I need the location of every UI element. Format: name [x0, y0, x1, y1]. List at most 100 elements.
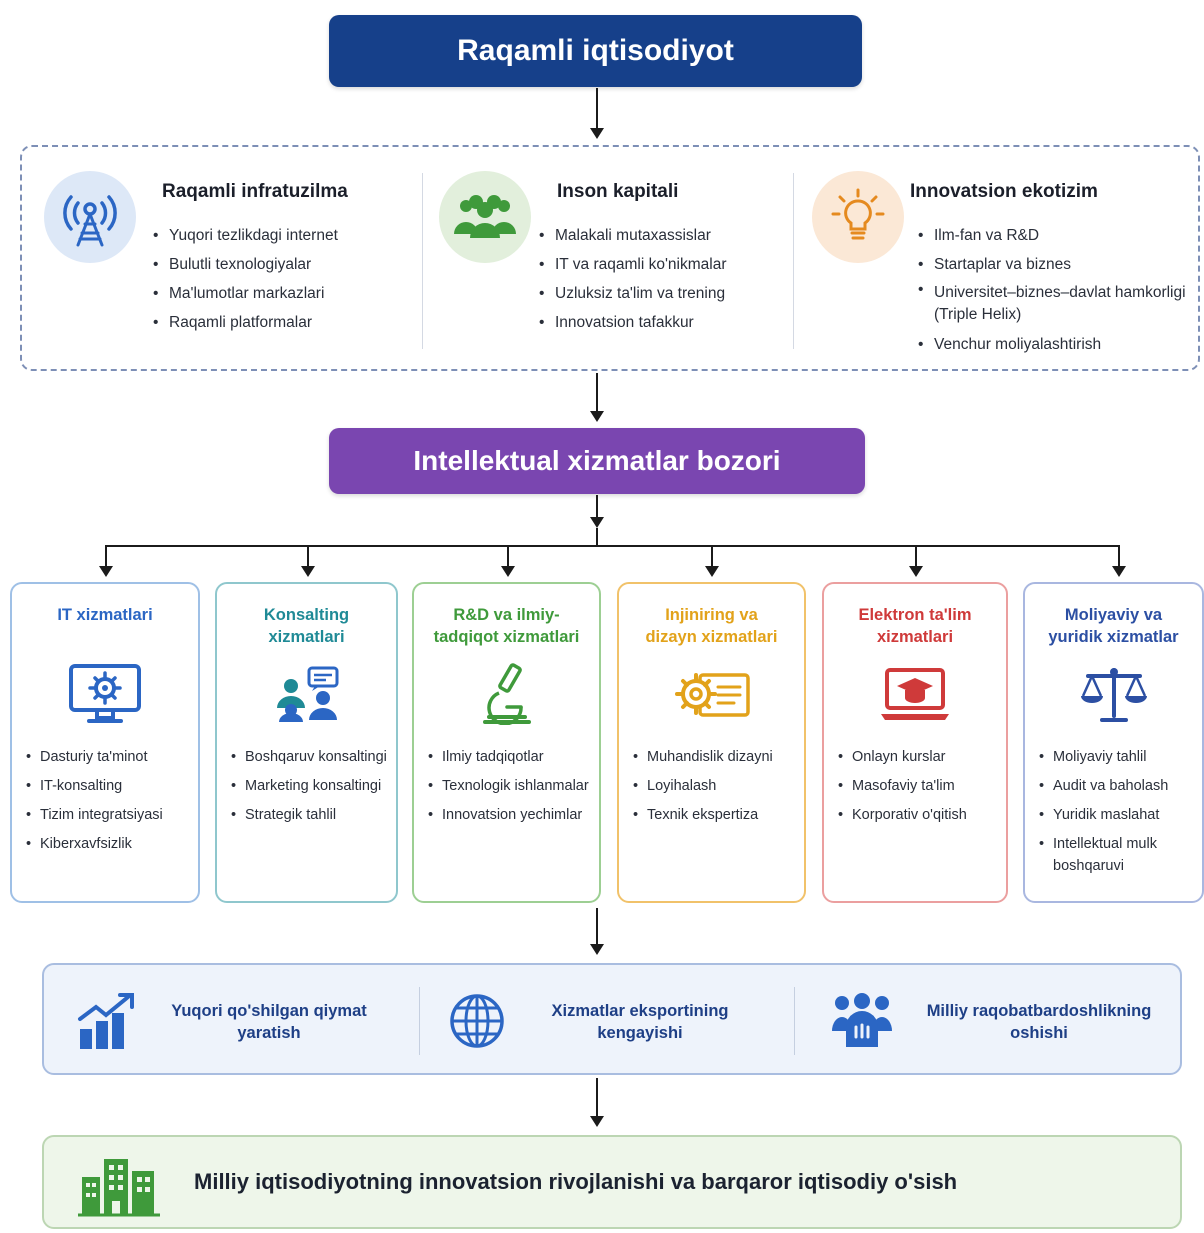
card-list: Boshqaruv konsaltingi Marketing konsalti… [231, 746, 390, 833]
list-item: Masofaviy ta'lim [838, 775, 1000, 797]
card-title: Konsalting xizmatlari [217, 604, 396, 648]
divider [419, 987, 420, 1055]
pillar-title: Innovatsion ekotizim [910, 181, 1098, 202]
outcome-line: yaratish [237, 1024, 301, 1042]
arrow-head [590, 1116, 604, 1127]
list-item: Loyihalash [633, 775, 798, 797]
branch-drop [711, 545, 713, 567]
card-list: Muhandislik dizayni Loyihalash Texnik ek… [633, 746, 798, 833]
list-item: Uzluksiz ta'lim va trening [539, 279, 789, 308]
arrow-head [590, 517, 604, 528]
list-item: Yuridik maslahat [1039, 804, 1196, 826]
gear-blueprint-icon [672, 662, 752, 726]
arrow-head [1112, 566, 1126, 577]
list-item: Ilm-fan va R&D [918, 221, 1188, 250]
microscope-icon [467, 662, 547, 726]
card-title-line: tadqiqot xizmatlari [433, 628, 580, 646]
top-title: Raqamli iqtisodiyot [457, 34, 734, 67]
arrow-line [596, 1078, 598, 1118]
card-list: Dasturiy ta'minot IT-konsalting Tizim in… [26, 746, 192, 862]
list-item: Strategik tahlil [231, 804, 390, 826]
service-card-consulting: Konsalting xizmatlari Boshqaruv konsalti… [215, 582, 398, 903]
service-card-rnd: R&D va ilmiy- tadqiqot xizmatlari Ilmiy … [412, 582, 601, 903]
outcome-line: Milliy raqobatbardoshlikning [926, 1002, 1152, 1020]
card-title: Moliyaviy va yuridik xizmatlar [1025, 604, 1202, 648]
arrow-line [596, 373, 598, 413]
people-group-icon [439, 171, 531, 263]
outcome-text: Milliy raqobatbardoshlikning oshishi [899, 1000, 1179, 1044]
service-card-it: IT xizmatlari Dasturiy ta'minot IT-konsa… [10, 582, 200, 903]
card-title: R&D va ilmiy- tadqiqot xizmatlari [414, 604, 599, 648]
card-title-line: Injiniring va [665, 606, 758, 624]
divider [793, 173, 794, 349]
card-title-line: Konsalting [263, 606, 350, 624]
list-item: Malakali mutaxassislar [539, 221, 789, 250]
list-item: Dasturiy ta'minot [26, 746, 192, 768]
outcome-competitiveness: Milliy raqobatbardoshlikning oshishi [795, 965, 1180, 1073]
outcome-text: Yuqori qo'shilgan qiymat yaratish [154, 1000, 384, 1044]
list-item: Audit va baholash [1039, 775, 1196, 797]
outcome-line: Xizmatlar eksportining [551, 1002, 729, 1020]
card-list: Moliyaviy tahlil Audit va baholash Yurid… [1039, 746, 1196, 884]
list-item: Innovatsion tafakkur [539, 308, 789, 337]
market-title-box: Intellektual xizmatlar bozori [329, 428, 865, 494]
branch-stem [596, 528, 598, 546]
list-item: Korporativ o'qitish [838, 804, 1000, 826]
pillar-list: Malakali mutaxassislar IT va raqamli ko'… [539, 221, 789, 337]
card-title-line: IT xizmatlari [57, 606, 153, 624]
branch-drop [105, 545, 107, 567]
pillar-infrastructure: Raqamli infratuzilma Yuqori tezlikdagi i… [22, 147, 422, 369]
arrow-head [590, 128, 604, 139]
list-item: Ilmiy tadqiqotlar [428, 746, 593, 768]
outcome-line: Yuqori qo'shilgan qiymat [171, 1002, 367, 1020]
list-item: IT va raqamli ko'nikmalar [539, 250, 789, 279]
top-title-box: Raqamli iqtisodiyot [329, 15, 862, 87]
service-card-finance-legal: Moliyaviy va yuridik xizmatlar Moliyaviy… [1023, 582, 1204, 903]
card-title: Injiniring va dizayn xizmatlari [619, 604, 804, 648]
list-item: Kiberxavfsizlik [26, 833, 192, 855]
list-item: Tizim integratsiyasi [26, 804, 192, 826]
card-title-line: Moliyaviy va [1064, 606, 1163, 624]
antenna-tower-icon [44, 171, 136, 263]
arrow-line [596, 495, 598, 519]
lightbulb-icon [812, 171, 904, 263]
outcome-value-added: Yuqori qo'shilgan qiymat yaratish [44, 965, 419, 1073]
divider [794, 987, 795, 1055]
city-buildings-icon [78, 1153, 160, 1217]
pillar-title: Inson kapitali [557, 181, 679, 202]
scales-icon [1074, 662, 1154, 726]
market-title: Intellektual xizmatlar bozori [413, 445, 781, 476]
card-title-line: xizmatlari [876, 628, 954, 646]
outcomes-panel: Yuqori qo'shilgan qiymat yaratish Xizmat… [42, 963, 1182, 1075]
foundation-panel: Raqamli infratuzilma Yuqori tezlikdagi i… [20, 145, 1200, 371]
card-list: Onlayn kurslar Masofaviy ta'lim Korporat… [838, 746, 1000, 833]
branch-drop [507, 545, 509, 567]
card-title-line: Elektron ta'lim [858, 606, 972, 624]
card-title-line: yuridik xizmatlar [1048, 628, 1179, 646]
list-item: Universitet–biznes–davlat hamkorligi (Tr… [918, 279, 1188, 330]
outcome-text: Xizmatlar eksportining kengayishi [520, 1000, 760, 1044]
arrow-head [590, 944, 604, 955]
list-item: Boshqaruv konsaltingi [231, 746, 390, 768]
outcome-line: oshishi [1010, 1024, 1068, 1042]
card-title-line: xizmatlari [268, 628, 345, 646]
pillar-list: Yuqori tezlikdagi internet Bulutli texno… [153, 221, 413, 337]
pillar-list: Ilm-fan va R&D Startaplar va biznes Univ… [918, 221, 1188, 359]
outcome-exports: Xizmatlar eksportining kengayishi [420, 965, 794, 1073]
branch-line [105, 545, 1120, 547]
card-title-line: R&D va ilmiy- [453, 606, 560, 624]
computer-gear-icon [65, 662, 145, 726]
pillar-innovation-ecosystem: Innovatsion ekotizim Ilm-fan va R&D Star… [794, 147, 1198, 369]
card-title: IT xizmatlari [12, 604, 198, 626]
arrow-head [705, 566, 719, 577]
list-item: Startaplar va biznes [918, 250, 1188, 279]
list-item: Ma'lumotlar markazlari [153, 279, 413, 308]
arrow-head [99, 566, 113, 577]
pillar-human-capital: Inson kapitali Malakali mutaxassislar IT… [423, 147, 793, 369]
list-item: Innovatsion yechimlar [428, 804, 593, 826]
list-item: Marketing konsaltingi [231, 775, 390, 797]
arrow-head [301, 566, 315, 577]
list-item: Texnik ekspertiza [633, 804, 798, 826]
card-title: Elektron ta'lim xizmatlari [824, 604, 1006, 648]
arrow-head [909, 566, 923, 577]
